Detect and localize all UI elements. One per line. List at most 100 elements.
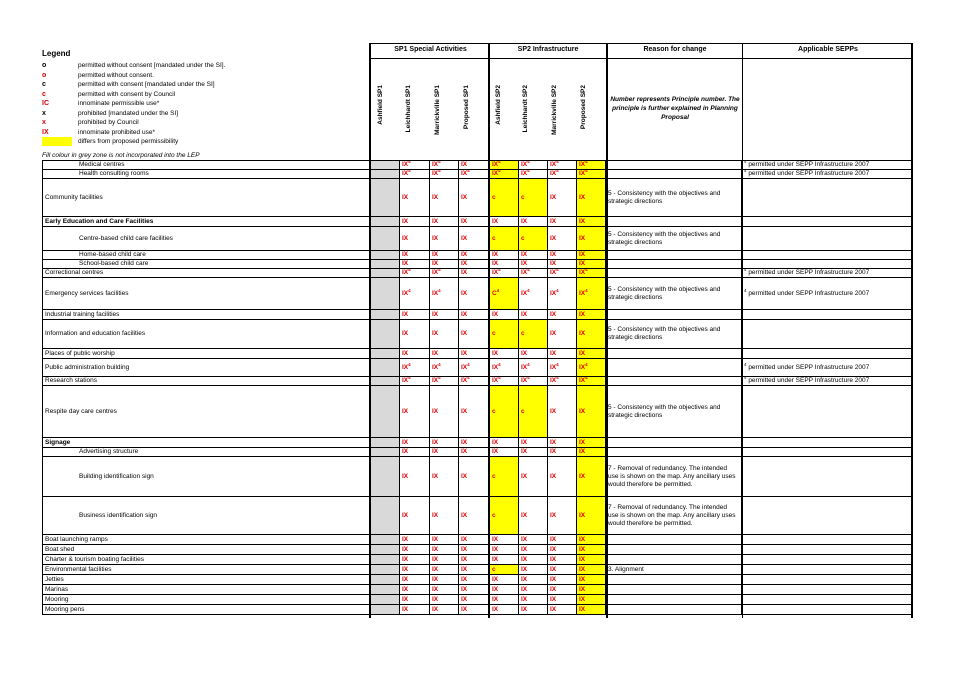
permissibility-cell: IX <box>576 250 606 260</box>
reason-cell: 3. Alignment <box>605 564 742 575</box>
permissibility-cell: IX4 <box>399 169 430 179</box>
permissibility-cell: c <box>489 178 519 217</box>
permissibility-cell: IX <box>458 594 490 605</box>
permissibility-cell: IX <box>518 584 548 595</box>
land-use-name: Public administration building <box>42 358 371 377</box>
reason-cell: 5 - Consistency with the objectives and … <box>605 319 742 349</box>
sepp-cell <box>741 544 912 555</box>
permissibility-cell: IX <box>429 584 459 595</box>
permissibility-cell: IX <box>576 319 606 349</box>
sepp-cell <box>741 319 912 349</box>
sepp-cell <box>741 385 912 438</box>
permissibility-cell: IX <box>576 496 606 535</box>
permissibility-cell: IX4 <box>399 268 430 278</box>
permissibility-cell: IX <box>399 496 430 535</box>
permissibility-cell: IX <box>518 574 548 585</box>
permissibility-cell: IX <box>429 447 459 457</box>
permissibility-cell: IX <box>576 216 606 227</box>
permissibility-cell: IX <box>399 554 430 565</box>
permissibility-cell <box>370 309 400 320</box>
permissibility-cell: IX <box>489 604 519 615</box>
permissibility-cell: IX4 <box>518 358 548 377</box>
land-use-name: Jetties <box>42 574 371 585</box>
sepp-cell <box>741 259 912 269</box>
permissibility-cell: IX4 <box>429 376 459 386</box>
permissibility-cell: IX4 <box>547 277 577 310</box>
permissibility-cell: IX <box>458 437 490 448</box>
permissibility-cell: IX <box>547 437 577 448</box>
header-sepps: Applicable SEPPs <box>798 46 858 53</box>
permissibility-cell: IX <box>576 178 606 217</box>
permissibility-cell <box>370 385 400 438</box>
reason-cell: 7 - Removal of redundancy. The intended … <box>605 496 742 535</box>
permissibility-cell: IX <box>458 268 490 278</box>
reason-cell <box>605 268 742 278</box>
reason-cell: 5 - Consistency with the objectives and … <box>605 385 742 438</box>
permissibility-cell: IX <box>576 544 606 555</box>
permissibility-cell: IX <box>576 554 606 565</box>
permissibility-cell: IX <box>547 554 577 565</box>
permissibility-cell: IX <box>399 564 430 575</box>
reason-cell <box>605 216 742 227</box>
land-use-name: Boat shed <box>42 544 371 555</box>
land-use-name: Mooring <box>42 594 371 605</box>
permissibility-cell: IX <box>489 437 519 448</box>
permissibility-cell: IX <box>547 456 577 497</box>
permissibility-cell: IX <box>458 348 490 359</box>
permissibility-cell: IX <box>458 319 490 349</box>
sepp-cell: 4 permitted under SEPP Infrastructure 20… <box>741 376 912 386</box>
reason-cell: 5 - Consistency with the objectives and … <box>605 178 742 217</box>
permissibility-cell: IX4 <box>399 277 430 310</box>
permissibility-cell: IX <box>547 594 577 605</box>
permissibility-cell: IX <box>429 309 459 320</box>
sepp-cell <box>741 584 912 595</box>
permissibility-cell: IX <box>547 574 577 585</box>
sepp-cell <box>741 437 912 448</box>
land-use-name: Information and education facilities <box>42 319 371 349</box>
permissibility-cell: IX <box>429 437 459 448</box>
sepp-cell <box>741 574 912 585</box>
sepp-cell <box>741 534 912 545</box>
permissibility-cell: IX4 <box>518 169 548 179</box>
permissibility-cell: IX <box>429 226 459 251</box>
permissibility-cell: IX4 <box>576 169 606 179</box>
permissibility-cell: IX <box>399 259 430 269</box>
permissibility-cell: IX <box>399 534 430 545</box>
permissibility-cell <box>370 574 400 585</box>
permissibility-cell: IX <box>576 456 606 497</box>
permissibility-cell: IX <box>429 250 459 260</box>
permissibility-cell: IX4 <box>518 160 548 170</box>
legend-symbol: IC <box>42 100 49 107</box>
permissibility-cell: IX <box>458 178 490 217</box>
permissibility-cell: IX <box>429 456 459 497</box>
permissibility-cell: IX <box>458 447 490 457</box>
header-reason: Reason for change <box>643 46 707 53</box>
permissibility-cell: IX <box>399 437 430 448</box>
column-header: Leichhardt SP2 <box>522 85 529 133</box>
table-row: Information and education facilities IX IX… <box>42 319 912 349</box>
permissibility-cell: C4 <box>489 277 519 310</box>
permissibility-cell: IX <box>429 534 459 545</box>
permissibility-cell: IX <box>518 604 548 615</box>
land-use-name: Home-based child care <box>42 250 371 260</box>
permissibility-cell: IX <box>518 564 548 575</box>
permissibility-cell <box>370 358 400 377</box>
permissibility-cell: c <box>489 456 519 497</box>
land-use-name: Building identification sign <box>42 456 371 497</box>
sepp-cell: 4 permitted under SEPP Infrastructure 20… <box>741 277 912 310</box>
permissibility-cell: IX <box>489 574 519 585</box>
permissibility-cell: IX4 <box>547 376 577 386</box>
legend-fill-note: Fill colour in grey zone is not incorpor… <box>42 152 200 159</box>
permissibility-cell: IX <box>458 309 490 320</box>
permissibility-cell: IX <box>458 226 490 251</box>
sepp-cell <box>741 594 912 605</box>
permissibility-cell: IX <box>489 534 519 545</box>
permissibility-cell: IX <box>547 385 577 438</box>
permissibility-cell: IX <box>489 544 519 555</box>
reason-cell <box>605 534 742 545</box>
